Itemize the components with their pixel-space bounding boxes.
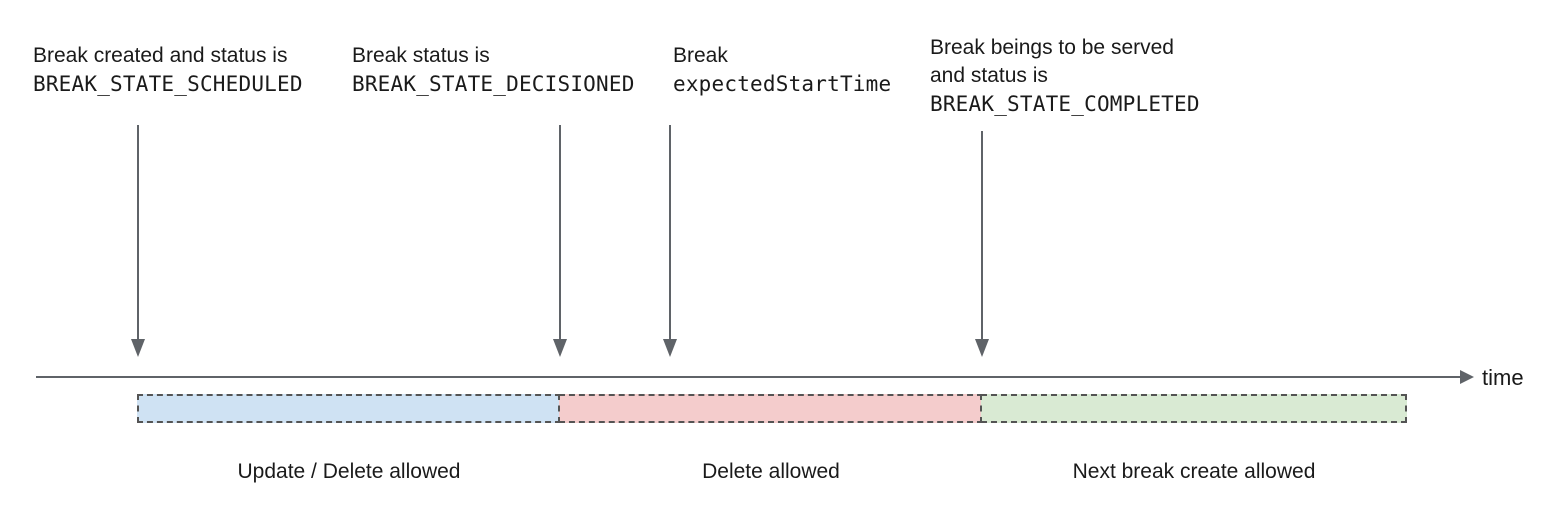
time-axis-label: time [1482,365,1524,390]
annotation-state-code: BREAK_STATE_SCHEDULED [33,72,303,96]
segment-label: Delete allowed [702,460,840,483]
annotation-field-code: expectedStartTime [673,72,892,96]
annotation-break-created: Break created and status is BREAK_STATE_… [33,42,303,98]
annotation-text: Break beings to be served [930,36,1174,59]
annotation-break-completed: Break beings to be served and status is … [930,34,1200,118]
down-arrow-icon [553,125,567,357]
segment-delete-allowed [558,394,983,423]
annotation-state-code: BREAK_STATE_DECISIONED [352,72,635,96]
down-arrow-icon [663,125,677,357]
down-arrow-icon [975,131,989,357]
time-axis-line [36,376,1460,378]
down-arrow-icon [131,125,145,357]
annotation-text: Break status is [352,44,490,67]
annotation-state-code: BREAK_STATE_COMPLETED [930,92,1200,116]
segment-next-break-create-allowed [980,394,1407,423]
segment-update-delete-allowed [137,394,561,423]
annotation-expected-start-time: Break expectedStartTime [673,42,891,98]
right-arrowhead-icon [1460,370,1474,384]
segment-label: Next break create allowed [1072,460,1316,483]
annotation-text: and status is [930,64,1048,87]
annotation-break-decisioned: Break status is BREAK_STATE_DECISIONED [352,42,635,98]
annotation-text: Break [673,44,728,67]
segment-label: Update / Delete allowed [237,460,461,483]
annotation-text: Break created and status is [33,44,288,67]
